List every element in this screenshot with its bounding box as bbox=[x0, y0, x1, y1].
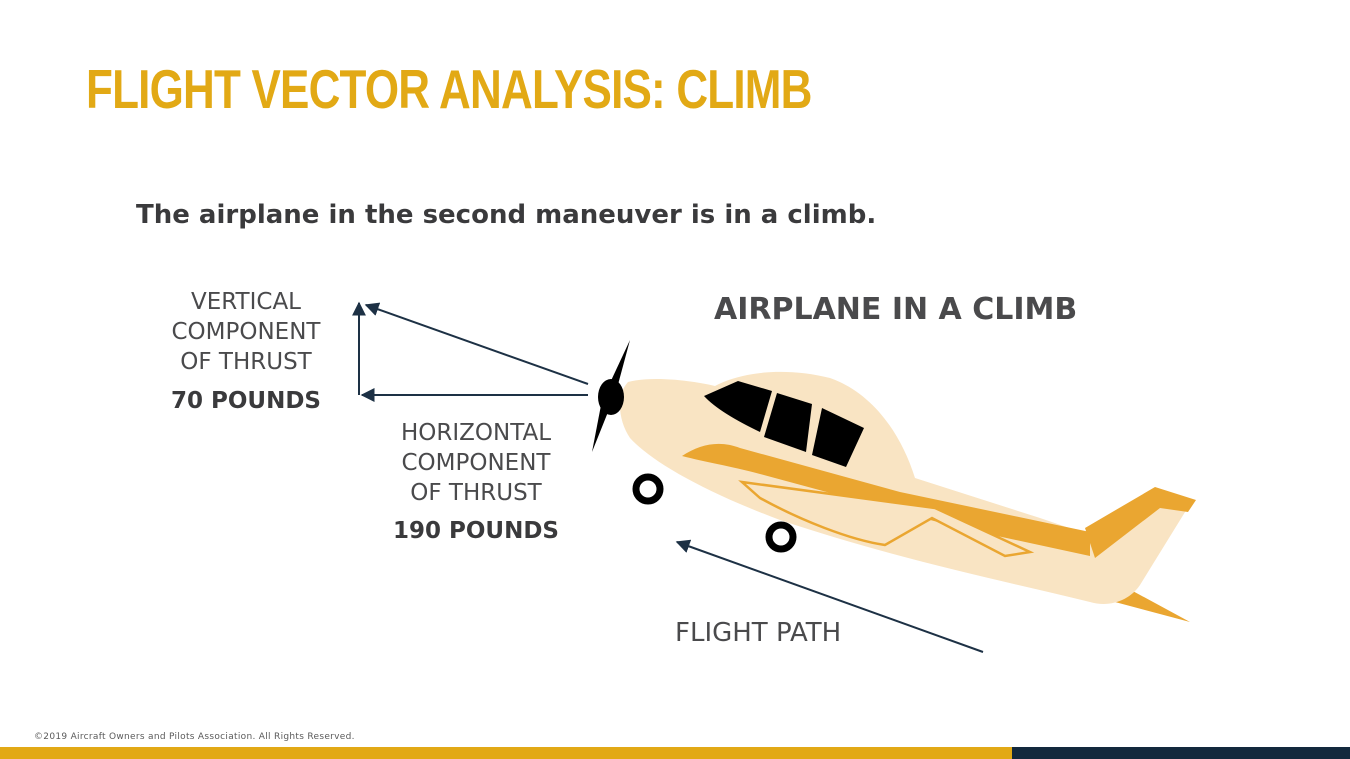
thrust-vector-triangle bbox=[352, 301, 589, 402]
cabin-window-rear bbox=[812, 408, 864, 467]
horizontal-label-line-1: HORIZONTAL bbox=[400, 420, 552, 446]
footer-bar-navy bbox=[1012, 747, 1350, 759]
subtitle: The airplane in the second maneuver is i… bbox=[136, 200, 877, 230]
main-wheel-icon bbox=[765, 521, 797, 553]
windshield-window bbox=[704, 381, 772, 432]
cabin-window-front bbox=[764, 393, 812, 452]
copyright-notice: ©2019 Aircraft Owners and Pilots Associa… bbox=[34, 732, 355, 742]
page-title: FLIGHT VECTOR ANALYSIS: CLIMB bbox=[86, 58, 812, 120]
flight-path-label: FLIGHT PATH bbox=[675, 618, 842, 648]
vertical-label-line-3: OF THRUST bbox=[180, 349, 312, 375]
horizontal-label-line-2: COMPONENT bbox=[401, 450, 551, 476]
wing bbox=[738, 480, 1035, 558]
diagram-heading: AIRPLANE IN A CLIMB bbox=[714, 292, 1078, 327]
fuselage bbox=[619, 371, 1190, 605]
tail-stripe bbox=[1085, 487, 1196, 558]
vertical-component-value: 70 POUNDS bbox=[170, 388, 321, 414]
footer-bar-gold bbox=[0, 747, 1012, 759]
vertical-label-line-1: VERTICAL bbox=[190, 289, 301, 315]
propeller-icon bbox=[592, 340, 630, 452]
vertical-component-label: VERTICAL COMPONENT OF THRUST bbox=[150, 287, 342, 377]
front-wheel-icon bbox=[632, 473, 664, 505]
flight-path-arrow bbox=[675, 539, 984, 653]
airplane-illustration bbox=[592, 340, 1196, 622]
resultant-thrust-arrow bbox=[364, 302, 589, 385]
fuselage-stripe bbox=[682, 443, 1090, 556]
horizontal-component-value: 190 POUNDS bbox=[392, 518, 559, 544]
horizontal-component-label: HORIZONTAL COMPONENT OF THRUST bbox=[376, 418, 576, 508]
horizontal-label-line-3: OF THRUST bbox=[410, 480, 542, 506]
vertical-label-line-2: COMPONENT bbox=[171, 319, 321, 345]
